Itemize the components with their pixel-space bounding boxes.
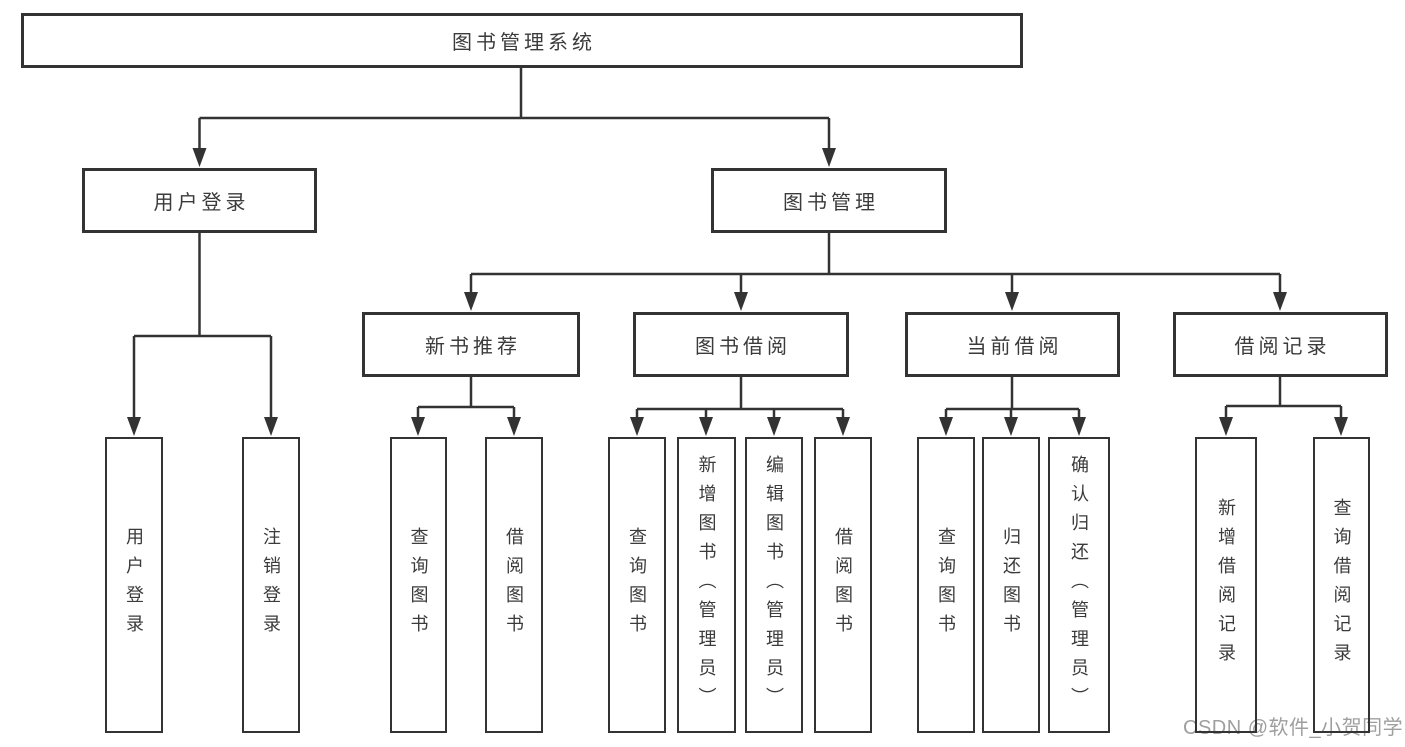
leaf-borrowing-query-books: 查询图书 bbox=[608, 437, 666, 733]
watermark-text: CSDN @软件_小贺同学 bbox=[1183, 717, 1404, 739]
node-book-management: 图书管理 bbox=[711, 168, 947, 233]
leaf-user-login: 用户登录 bbox=[105, 437, 163, 733]
leaf-user-login-label: 用户登录 bbox=[124, 527, 144, 643]
node-current-borrowing: 当前借阅 bbox=[905, 312, 1120, 377]
leaf-records-add-record: 新增借阅记录 bbox=[1195, 437, 1257, 733]
leaf-recommend-query-books-label: 查询图书 bbox=[408, 527, 429, 643]
node-book-borrowing-label: 图书借阅 bbox=[695, 336, 791, 358]
leaf-borrowing-query-books-label: 查询图书 bbox=[627, 527, 647, 643]
arrowheads bbox=[127, 148, 1348, 436]
leaf-logout-label: 注销登录 bbox=[261, 527, 281, 643]
node-borrowing-records: 借阅记录 bbox=[1173, 312, 1388, 377]
leaf-logout: 注销登录 bbox=[242, 437, 300, 733]
leaf-borrowing-borrow-books-label: 借阅图书 bbox=[833, 527, 853, 643]
leaf-borrowing-borrow-books: 借阅图书 bbox=[814, 437, 872, 733]
leaf-current-return-books: 归还图书 bbox=[982, 437, 1040, 733]
leaf-borrowing-add-books-admin-label: 新增图书（管理员） bbox=[696, 454, 717, 716]
leaf-current-query-books: 查询图书 bbox=[917, 437, 975, 733]
leaf-current-return-books-label: 归还图书 bbox=[1001, 527, 1021, 643]
leaf-current-query-books-label: 查询图书 bbox=[936, 527, 956, 643]
node-new-book-recommendation-label: 新书推荐 bbox=[425, 336, 521, 358]
leaf-records-add-record-label: 新增借阅记录 bbox=[1216, 498, 1236, 672]
node-root-label: 图书管理系统 bbox=[452, 32, 596, 54]
leaf-borrowing-edit-books-admin-label: 编辑图书（管理员） bbox=[764, 454, 784, 716]
leaf-borrowing-add-books-admin: 新增图书（管理员） bbox=[677, 437, 736, 733]
node-new-book-recommendation: 新书推荐 bbox=[362, 312, 580, 377]
leaf-recommend-borrow-books-label: 借阅图书 bbox=[504, 527, 524, 643]
leaf-records-query-record: 查询借阅记录 bbox=[1313, 437, 1370, 733]
node-user-login-label: 用户登录 bbox=[153, 192, 250, 214]
leaf-recommend-query-books: 查询图书 bbox=[390, 437, 447, 733]
leaf-current-confirm-return-admin-label: 确认归还（管理员） bbox=[1069, 454, 1089, 716]
leaf-current-confirm-return-admin: 确认归还（管理员） bbox=[1048, 437, 1110, 733]
node-book-management-label: 图书管理 bbox=[783, 192, 879, 214]
node-current-borrowing-label: 当前借阅 bbox=[966, 336, 1063, 358]
leaf-borrowing-edit-books-admin: 编辑图书（管理员） bbox=[745, 437, 803, 733]
leaf-records-query-record-label: 查询借阅记录 bbox=[1331, 498, 1352, 672]
node-user-login: 用户登录 bbox=[82, 168, 317, 233]
node-root: 图书管理系统 bbox=[21, 13, 1023, 68]
node-borrowing-records-label: 借阅记录 bbox=[1234, 336, 1331, 358]
leaf-recommend-borrow-books: 借阅图书 bbox=[485, 437, 543, 733]
node-book-borrowing: 图书借阅 bbox=[633, 312, 849, 377]
